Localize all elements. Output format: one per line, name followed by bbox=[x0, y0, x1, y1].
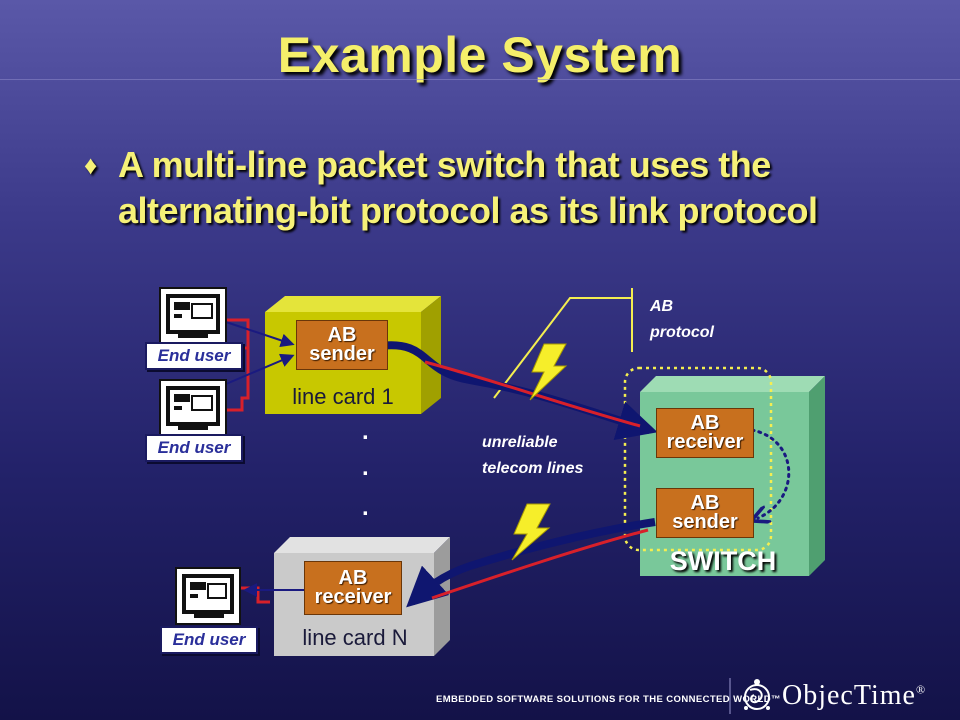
user2-red-link bbox=[226, 348, 250, 412]
ellipsis-dot: . bbox=[362, 454, 369, 481]
ab-receiver-box-switch: AB receiver bbox=[656, 408, 754, 458]
end-user-computer-icon bbox=[175, 567, 241, 625]
slide-title: Example System bbox=[277, 27, 683, 83]
unreliable-lines-line2: telecom lines bbox=[482, 460, 584, 477]
end-user-computer-icon bbox=[159, 287, 227, 345]
unreliable-lines-line1: unreliable bbox=[482, 434, 558, 451]
ab-receiver-box-cardn: AB receiver bbox=[304, 561, 402, 615]
ab-receiver-label-top: AB bbox=[338, 567, 368, 589]
ab-sender-label-bottom: sender bbox=[309, 343, 375, 365]
ab-receiver-label-bottom: receiver bbox=[666, 431, 744, 453]
ab-sender-label-bottom: sender bbox=[672, 511, 738, 533]
end-user-label: End user bbox=[160, 626, 258, 654]
unreliable-lines-annotation: unreliable telecom lines bbox=[482, 430, 583, 482]
lightning-bolt-icon bbox=[511, 503, 551, 561]
protocol-callout-line bbox=[493, 297, 632, 399]
ellipsis-dot: . bbox=[362, 494, 369, 521]
end-user-label: End user bbox=[145, 434, 243, 462]
ab-sender-label-top: AB bbox=[690, 492, 720, 514]
ab-protocol-line2: protocol bbox=[650, 324, 714, 341]
ab-protocol-annotation: AB protocol bbox=[650, 294, 714, 346]
ab-sender-box-card1: AB sender bbox=[296, 320, 388, 370]
ab-sender-box-switch: AB sender bbox=[656, 488, 754, 538]
uplink-red-line bbox=[424, 360, 641, 428]
diamond-bullet-icon: ♦ bbox=[84, 150, 98, 180]
ellipsis-dot: . bbox=[362, 418, 369, 445]
lightning-bolt-icon bbox=[529, 343, 568, 401]
line-card-n-label: line card N bbox=[302, 625, 408, 650]
switch-label: SWITCH bbox=[669, 546, 777, 576]
footer-tagline: EMBEDDED SOFTWARE SOLUTIONS FOR THE CONN… bbox=[436, 694, 781, 705]
title-divider bbox=[0, 79, 960, 80]
brand-registered-mark: ® bbox=[915, 682, 927, 697]
end-user-computer-icon bbox=[159, 379, 227, 437]
ab-receiver-label-top: AB bbox=[690, 412, 720, 434]
ab-sender-label-top: AB bbox=[327, 324, 357, 346]
downlink-blue-line bbox=[406, 518, 656, 608]
switch-highlight-outline bbox=[623, 366, 773, 552]
line-card-1-label: line card 1 bbox=[292, 384, 394, 409]
downlink-red-line bbox=[431, 528, 649, 600]
brand-wordmark: ObjecTime® bbox=[782, 680, 926, 712]
bullet-text: A multi-line packet switch that uses the… bbox=[118, 144, 818, 231]
internal-forward-arrow bbox=[752, 428, 791, 518]
ab-protocol-line1: AB bbox=[650, 298, 674, 315]
end-user-label: End user bbox=[145, 342, 243, 370]
ab-receiver-label-bottom: receiver bbox=[314, 586, 392, 608]
objectime-swirl-logo bbox=[744, 679, 770, 710]
user2-to-sender-arrow bbox=[225, 353, 295, 385]
brand-name: ObjecTime bbox=[782, 680, 916, 711]
user1-to-sender-arrow bbox=[225, 321, 295, 348]
